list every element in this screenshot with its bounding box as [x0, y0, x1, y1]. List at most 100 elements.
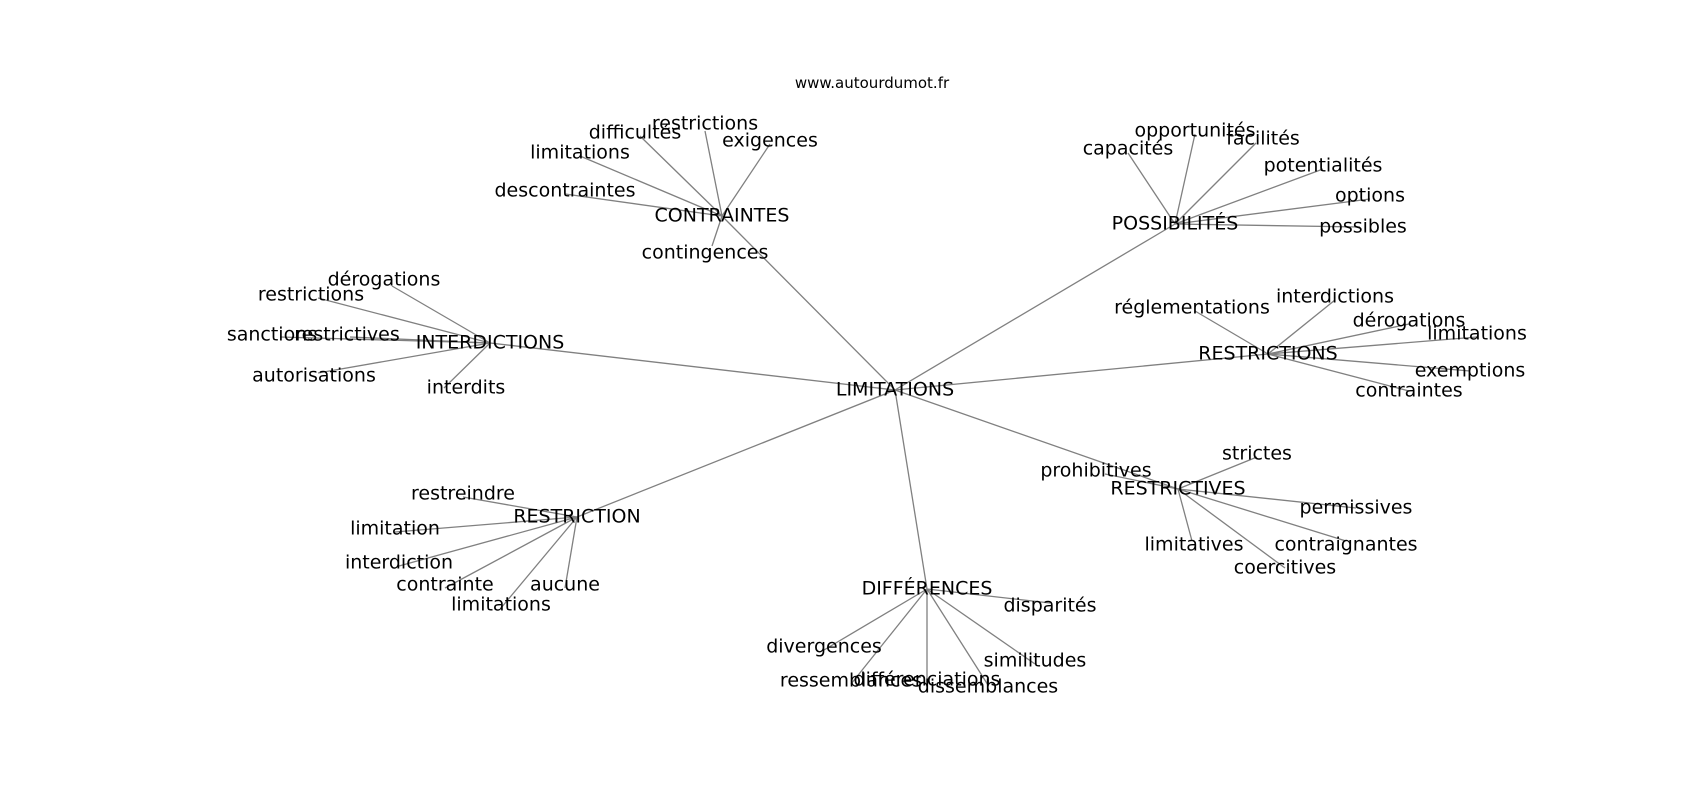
edge-root-to-hub [576, 389, 896, 518]
edge-hub-to-word [317, 342, 491, 374]
leaf-node-label: exigences [722, 130, 818, 152]
edge-hub-to-word [579, 155, 723, 217]
edge-hub-to-word [1174, 168, 1324, 225]
edge-hub-to-word [500, 516, 578, 609]
edge-hub-to-word [926, 588, 1051, 604]
leaf-node-label: restrictions [652, 113, 758, 135]
root-node-label: LIMITATIONS [836, 379, 954, 401]
leaf-node-label: coercitives [1234, 557, 1336, 579]
edge-hub-to-word [564, 193, 723, 217]
edge-hub-to-word [1267, 323, 1410, 355]
edge-hub-to-word [711, 215, 723, 247]
edge-hub-to-word [1177, 488, 1357, 509]
edge-hub-to-word [1267, 336, 1478, 355]
leaf-node-label: aucune [530, 574, 600, 596]
leaf-node-label: contrainte [396, 574, 493, 596]
leaf-node-label: restrictions [258, 284, 364, 306]
edge-hub-to-word [1267, 353, 1471, 372]
edge-hub-to-word [564, 516, 578, 589]
leaf-node-label: difficultés [589, 122, 682, 144]
edge-root-to-hub [489, 342, 896, 391]
edge-hub-to-word [1174, 133, 1196, 225]
edge-root-to-hub [721, 215, 896, 391]
edge-hub-to-word [1177, 488, 1193, 542]
leaf-node-label: permissives [1300, 497, 1413, 519]
leaf-node-label: sanctions [227, 324, 317, 346]
edge-hub-to-word [850, 588, 928, 685]
leaf-node-label: limitations [451, 594, 551, 616]
leaf-node-label: dissemblances [918, 676, 1058, 698]
hub-node-label: DIFFÉRENCES [862, 577, 993, 600]
leaf-node-label: possibles [1319, 216, 1407, 238]
leaf-node-label: similitudes [984, 650, 1087, 672]
leaf-node-label: disparités [1003, 595, 1096, 617]
hub-node-label: INTERDICTIONS [416, 332, 565, 354]
leaf-node-label: contraignantes [1274, 534, 1417, 556]
edge-hub-to-word [444, 516, 578, 589]
site-credit: www.autourdumot.fr [795, 74, 950, 92]
edge-hub-to-word [394, 516, 578, 533]
edge-hub-to-word [1267, 353, 1410, 392]
leaf-node-label: prohibitives [1040, 460, 1151, 482]
edge-hub-to-word [1104, 473, 1179, 490]
leaf-node-label: interdits [427, 377, 506, 399]
edge-hub-to-word [639, 135, 723, 217]
leaf-node-label: autorisations [252, 365, 376, 387]
leaf-node-label: opportunités [1134, 120, 1255, 142]
edge-root-to-hub [894, 223, 1176, 391]
edge-hub-to-word [443, 342, 491, 389]
edge-hub-to-word [1174, 223, 1361, 228]
edge-hub-to-word [462, 496, 578, 518]
leaf-node-label: facilités [1226, 128, 1300, 150]
leaf-node-label: interdictions [1276, 286, 1394, 308]
leaf-node-label: limitations [1427, 323, 1527, 345]
leaf-node-label: exemptions [1415, 360, 1526, 382]
edge-hub-to-word [926, 588, 1036, 665]
leaf-node-label: dérogations [328, 269, 441, 291]
edge-hub-to-word [721, 143, 771, 217]
leaf-node-label: contingences [642, 242, 769, 264]
edge-hub-to-word [704, 130, 723, 217]
hub-node-label: POSSIBILITÉS [1112, 212, 1239, 235]
edge-hub-to-word [1127, 152, 1176, 225]
leaf-node-label: interdiction [345, 552, 453, 574]
hub-node-label: RESTRICTIONS [1198, 343, 1337, 365]
leaf-node-label: limitation [350, 518, 440, 540]
leaf-node-label: ressemblances [780, 670, 922, 692]
hub-node-label: RESTRICTION [513, 506, 640, 528]
edge-hub-to-word [1174, 198, 1371, 225]
edge-hub-to-word [1267, 299, 1336, 355]
edge-layer [279, 130, 1478, 686]
leaf-node-label: divergences [766, 636, 882, 658]
leaf-node-label: descontraintes [494, 180, 635, 202]
edge-hub-to-word [823, 588, 928, 651]
edge-hub-to-word [398, 516, 578, 567]
edge-hub-to-word [1174, 142, 1257, 225]
leaf-node-label: réglementations [1114, 297, 1270, 319]
edge-hub-to-word [349, 336, 491, 344]
edge-hub-to-word [1177, 456, 1258, 490]
edge-root-to-hub [894, 389, 1179, 490]
leaf-node-label: options [1335, 185, 1405, 207]
edge-root-to-hub [894, 389, 928, 590]
edge-root-to-hub [894, 353, 1269, 391]
hub-node-label: RESTRICTIVES [1110, 478, 1245, 500]
edge-hub-to-word [1177, 488, 1347, 542]
leaf-node-label: strictes [1222, 443, 1292, 465]
leaf-node-label: restreindre [411, 483, 515, 505]
hub-node-label: CONTRAINTES [655, 205, 790, 227]
edge-hub-to-word [391, 285, 491, 344]
leaf-node-label: potentialités [1264, 155, 1383, 177]
edge-hub-to-word [1194, 310, 1269, 355]
leaf-node-label: dérogations [1353, 310, 1466, 332]
leaf-node-label: capacités [1083, 138, 1174, 160]
leaf-node-label: contraintes [1355, 380, 1462, 402]
edge-hub-to-word [1177, 488, 1286, 569]
leaf-node-label: différenciations [854, 669, 1001, 691]
leaf-node-label: restrictives [294, 324, 400, 346]
label-layer: LIMITATIONSCONTRAINTESrestrictionsdiffic… [227, 113, 1527, 698]
edge-hub-to-word [317, 297, 491, 344]
leaf-node-label: limitatives [1145, 534, 1244, 556]
